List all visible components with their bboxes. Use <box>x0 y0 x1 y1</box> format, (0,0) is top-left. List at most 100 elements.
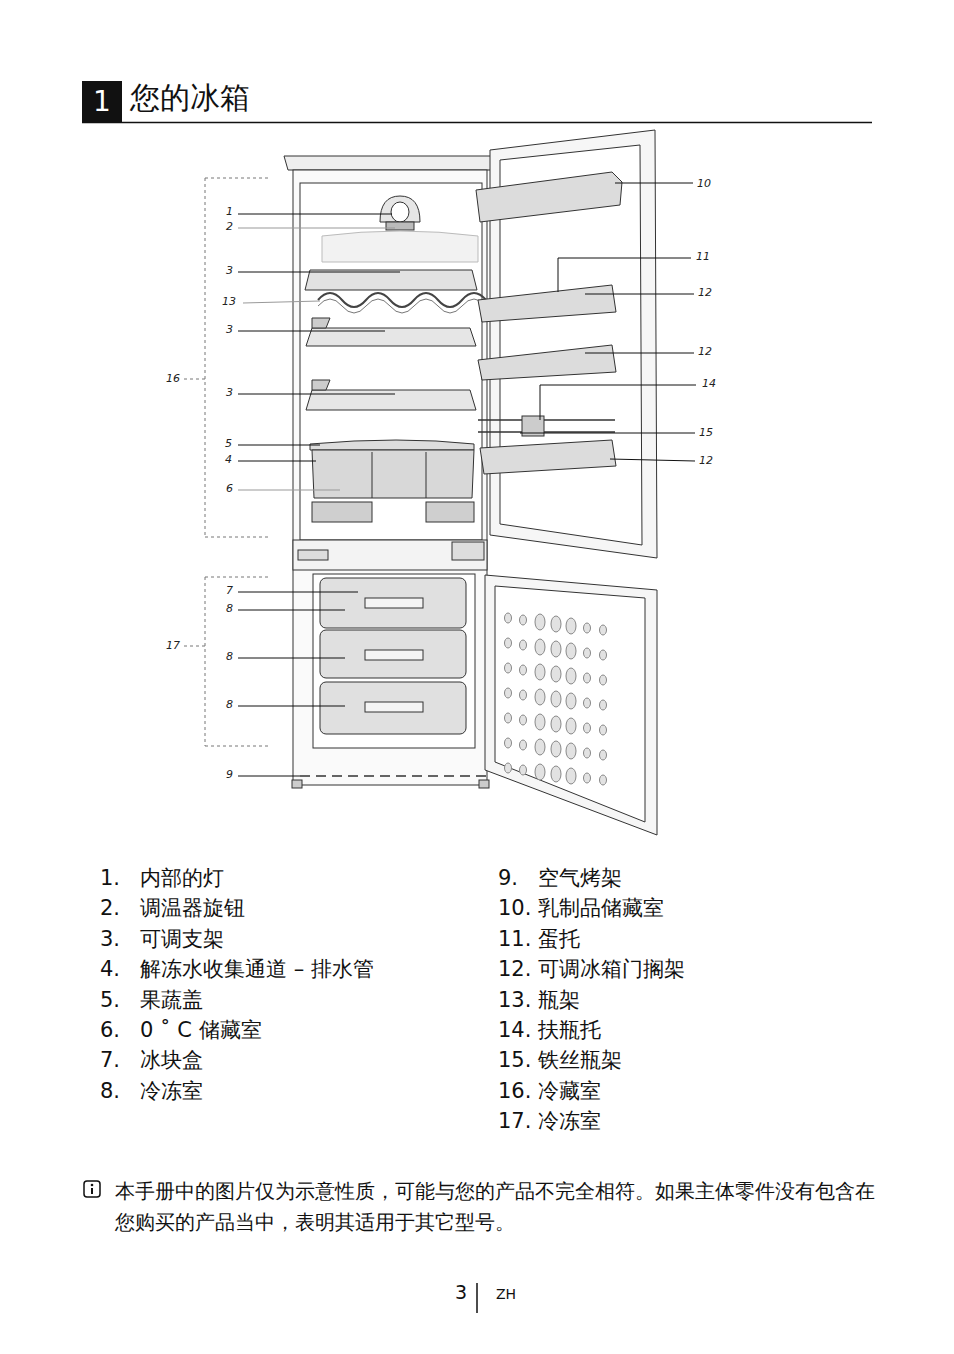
callout-number: 12 <box>699 454 713 467</box>
door-dimple <box>566 693 576 709</box>
list-number: 6. <box>100 1018 120 1043</box>
door-dimple <box>566 668 576 684</box>
door-dimple <box>600 625 607 635</box>
callout-number: 14 <box>702 377 716 390</box>
callout-number: 7 <box>226 584 233 597</box>
part-name: 果蔬盖 <box>140 988 203 1013</box>
callout-number: 1 <box>226 205 233 218</box>
callout-number: 6 <box>226 482 233 495</box>
list-number: 9. <box>498 866 518 891</box>
list-number: 8. <box>100 1079 120 1104</box>
door-dimple <box>505 713 512 723</box>
list-number: 10. <box>498 896 531 921</box>
door-dimple <box>520 690 527 700</box>
part-name: 解冻水收集通道 – 排水管 <box>140 957 374 982</box>
part-name: 铁丝瓶架 <box>538 1048 622 1073</box>
door-dimple <box>505 763 512 773</box>
callout-number: 3 <box>226 386 233 399</box>
list-number: 4. <box>100 957 120 982</box>
door-dimple <box>600 750 607 760</box>
door-dimple <box>584 623 591 633</box>
list-number: 17. <box>498 1109 531 1134</box>
list-number: 15. <box>498 1048 531 1073</box>
note-text: 本手册中的图片仅为示意性质，可能与您的产品不完全相符。如果主体零件没有包含在您购… <box>115 1176 875 1238</box>
door-dimple <box>566 718 576 734</box>
list-number: 13. <box>498 988 531 1013</box>
door-dimple <box>600 775 607 785</box>
door-dimple <box>600 675 607 685</box>
door-dimple <box>584 648 591 658</box>
door-dimple <box>535 764 545 780</box>
door-dimple <box>551 616 561 632</box>
door-dimple <box>535 714 545 730</box>
callout-number: 3 <box>226 323 233 336</box>
door-dimple <box>566 743 576 759</box>
part-name: 乳制品储藏室 <box>538 896 664 921</box>
part-name: 冷藏室 <box>538 1079 601 1104</box>
door-dimple <box>551 691 561 707</box>
door-dimple <box>551 666 561 682</box>
callout-number: 12 <box>698 345 712 358</box>
list-number: 16. <box>498 1079 531 1104</box>
callout-number: 17 <box>166 639 180 652</box>
part-name: 瓶架 <box>538 988 580 1013</box>
callout-number: 12 <box>698 286 712 299</box>
door-dimple <box>551 716 561 732</box>
door-dimple <box>505 613 512 623</box>
door-dimple <box>535 739 545 755</box>
part-name: 扶瓶托 <box>538 1018 601 1043</box>
callout-number: 11 <box>696 250 710 263</box>
door-dimple <box>551 741 561 757</box>
part-name: 蛋托 <box>538 927 580 952</box>
door-dimple <box>520 740 527 750</box>
door-dimple <box>566 618 576 634</box>
callout-number: 9 <box>226 768 233 781</box>
list-number: 2. <box>100 896 120 921</box>
part-name: 可调冰箱门搁架 <box>538 957 685 982</box>
door-dimple <box>584 723 591 733</box>
callout-number: 8 <box>226 650 233 663</box>
part-name: 冰块盒 <box>140 1048 203 1073</box>
callout-number: 8 <box>226 602 233 615</box>
part-name: 调温器旋钮 <box>140 896 245 921</box>
door-dimple <box>566 768 576 784</box>
section-number-box: 1 <box>82 81 122 122</box>
door-dimple <box>520 665 527 675</box>
door-dimple <box>551 766 561 782</box>
list-number: 11. <box>498 927 531 952</box>
part-name: 0 ˚ C 储藏室 <box>140 1018 262 1043</box>
part-name: 冷冻室 <box>538 1109 601 1134</box>
callout-number: 2 <box>226 220 233 233</box>
door-dimple <box>505 663 512 673</box>
door-dimple <box>600 650 607 660</box>
part-name: 冷冻室 <box>140 1079 203 1104</box>
callout-number: 4 <box>225 453 232 466</box>
page-title: 您的冰箱 <box>130 80 250 116</box>
callout-number: 8 <box>226 698 233 711</box>
door-dimple <box>520 765 527 775</box>
door-dimple <box>584 698 591 708</box>
language-code: ZH <box>496 1286 516 1303</box>
door-dimple <box>535 639 545 655</box>
section-number: 1 <box>93 85 111 118</box>
door-dimple <box>520 640 527 650</box>
door-dimple <box>584 748 591 758</box>
door-dimple <box>505 738 512 748</box>
callout-number: 5 <box>225 437 232 450</box>
callout-number: 3 <box>226 264 233 277</box>
door-dimple <box>520 715 527 725</box>
callout-number: 16 <box>166 372 180 385</box>
door-dimple <box>600 700 607 710</box>
door-dimple <box>566 643 576 659</box>
part-name: 内部的灯 <box>140 866 224 891</box>
callout-number: 13 <box>222 295 236 308</box>
door-dimple <box>520 615 527 625</box>
door-dimple <box>600 725 607 735</box>
door-dimple <box>535 689 545 705</box>
door-dimple <box>535 614 545 630</box>
door-dimple <box>535 664 545 680</box>
page-number: 3 <box>455 1281 467 1304</box>
callout-number: 15 <box>699 426 713 439</box>
part-name: 空气烤架 <box>538 866 622 891</box>
